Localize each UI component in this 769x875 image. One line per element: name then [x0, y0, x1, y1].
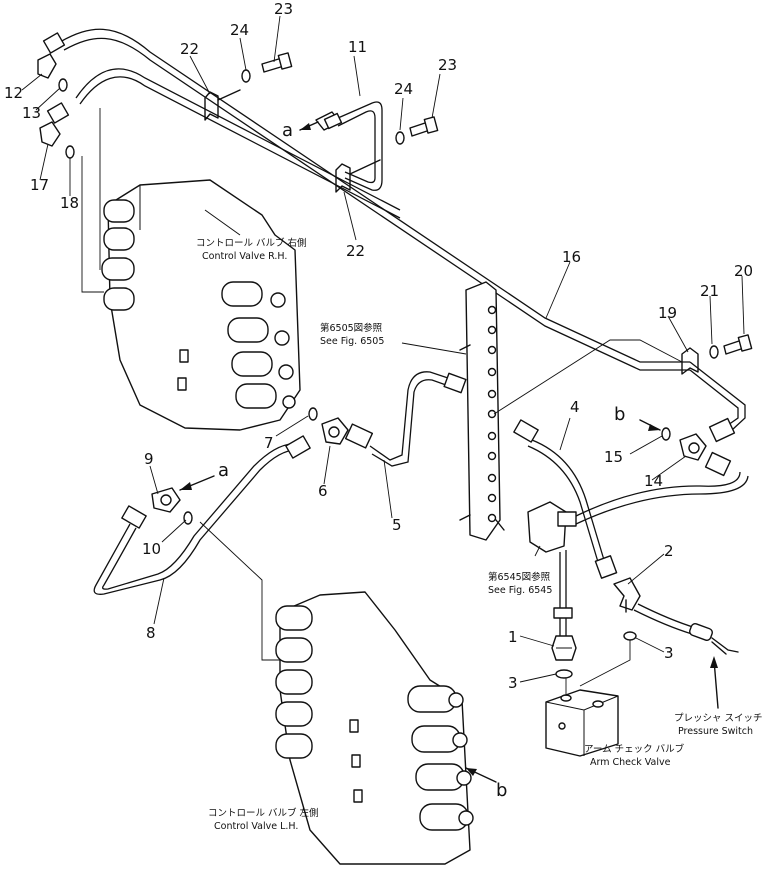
pipe-16 [59, 28, 746, 431]
hose-4 [513, 419, 618, 579]
bolt-20 [723, 334, 753, 355]
clamp-19 [681, 347, 699, 375]
arm-check-valve-leads [565, 640, 631, 696]
caption-control-valve-rh-en: Control Valve R.H. [202, 251, 287, 262]
leader-lines [21, 15, 745, 683]
label-part-3b: 3 [664, 644, 674, 662]
hose-8 [93, 435, 311, 595]
label-part-19: 19 [658, 304, 677, 322]
label-part-21: 21 [700, 282, 719, 300]
captions: コントロール バルブ 右側 Control Valve R.H. 第6505図参… [196, 237, 763, 832]
pressure-switch [633, 603, 739, 655]
label-part-16: 16 [562, 248, 581, 266]
part-number-labels: 23 24 22 11 23 24 22 12 13 17 18 16 19 2… [4, 0, 753, 692]
washer-24-b [395, 131, 405, 145]
manifold-link-lines [493, 339, 683, 415]
label-part-6: 6 [318, 482, 328, 500]
elbow-17 [39, 102, 70, 147]
ref-b-bottom: b [496, 780, 507, 801]
rh-valve-pipes [81, 108, 104, 293]
caption-control-valve-lh-jp: コントロール バルブ 左側 [208, 807, 319, 819]
label-part-22b: 22 [346, 242, 365, 260]
manifold-ports [487, 305, 497, 523]
tee-6 [321, 417, 349, 445]
label-part-10: 10 [142, 540, 161, 558]
ref-b-top: b [614, 404, 625, 425]
label-part-8: 8 [146, 624, 156, 642]
pipe-5 [344, 371, 467, 467]
washer-21 [709, 345, 719, 359]
ref-a-mid: a [218, 460, 229, 481]
label-part-20: 20 [734, 262, 753, 280]
oring-3-left [555, 669, 573, 679]
label-part-17: 17 [30, 176, 49, 194]
label-part-3a: 3 [508, 674, 518, 692]
caption-control-valve-lh-en: Control Valve L.H. [214, 821, 298, 832]
oring-3-right [623, 631, 637, 641]
reference-letters: a a b b [218, 120, 625, 801]
caption-fig6545-en: See Fig. 6545 [488, 585, 552, 596]
connector-1 [551, 635, 577, 661]
label-part-24a: 24 [230, 21, 249, 39]
label-part-9: 9 [144, 450, 154, 468]
label-part-23b: 23 [438, 56, 457, 74]
fitting-14 [679, 417, 736, 461]
arrow-a-mid [179, 475, 215, 491]
label-part-7: 7 [264, 434, 274, 452]
label-part-24b: 24 [394, 80, 413, 98]
label-part-4: 4 [570, 398, 580, 416]
manifold-block [459, 281, 505, 541]
caption-pressure-switch-en: Pressure Switch [678, 726, 753, 737]
caption-arm-check-valve-en: Arm Check Valve [590, 757, 671, 768]
caption-control-valve-rh-jp: コントロール バルブ 右側 [196, 237, 307, 249]
bolt-23-b [409, 116, 439, 137]
label-part-1: 1 [508, 628, 518, 646]
label-part-15: 15 [604, 448, 623, 466]
arrow-pressure-switch [710, 656, 719, 709]
pipe-11-fitting [315, 111, 343, 131]
pipe-11 [315, 101, 383, 191]
caption-fig6545-jp: 第6545図参照 [488, 571, 551, 583]
hose-8-lead [199, 521, 280, 661]
caption-fig6505-jp: 第6505図参照 [320, 322, 383, 334]
oring-10 [183, 511, 193, 525]
label-part-2: 2 [664, 542, 674, 560]
oring-18 [65, 145, 75, 159]
selector-valve-6545 [527, 451, 749, 640]
caption-fig6505-en: See Fig. 6505 [320, 336, 384, 347]
label-part-11: 11 [348, 38, 367, 56]
washer-24-a [241, 69, 251, 83]
fitting-9 [151, 487, 181, 513]
oring-13 [58, 78, 68, 92]
arrow-b-bottom [465, 767, 497, 783]
clamp-22-b [335, 159, 381, 193]
arm-check-valve [545, 689, 619, 757]
arrow-a-top [299, 121, 319, 131]
bolt-23-a [261, 52, 293, 73]
elbow-12 [37, 32, 66, 79]
oring-15 [661, 427, 671, 441]
control-valve-lh [275, 591, 474, 865]
label-part-22a: 22 [180, 40, 199, 58]
control-valve-rh [101, 179, 301, 431]
label-part-18: 18 [60, 194, 79, 212]
label-part-13: 13 [22, 104, 41, 122]
clamp-22-a [204, 89, 241, 121]
caption-pressure-switch-jp: プレッシャ スイッチ [674, 713, 763, 724]
label-part-14: 14 [644, 472, 663, 490]
ref-a-top: a [282, 120, 293, 141]
label-part-12: 12 [4, 84, 23, 102]
arrow-b-top [639, 419, 661, 431]
label-part-5: 5 [392, 516, 402, 534]
caption-arm-check-valve-jp: アーム チェック バルブ [584, 743, 685, 755]
elbow-2 [613, 577, 641, 613]
oring-7 [308, 407, 318, 421]
label-part-23a: 23 [274, 0, 293, 18]
